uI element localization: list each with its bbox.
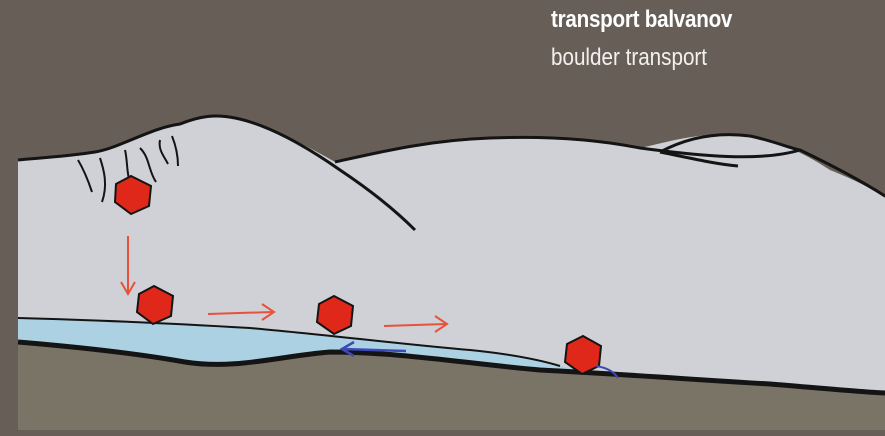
caption-title: transport balvanov <box>551 8 732 32</box>
caption: transport balvanov boulder transport <box>551 8 762 70</box>
caption-subtitle: boulder transport <box>551 46 732 70</box>
